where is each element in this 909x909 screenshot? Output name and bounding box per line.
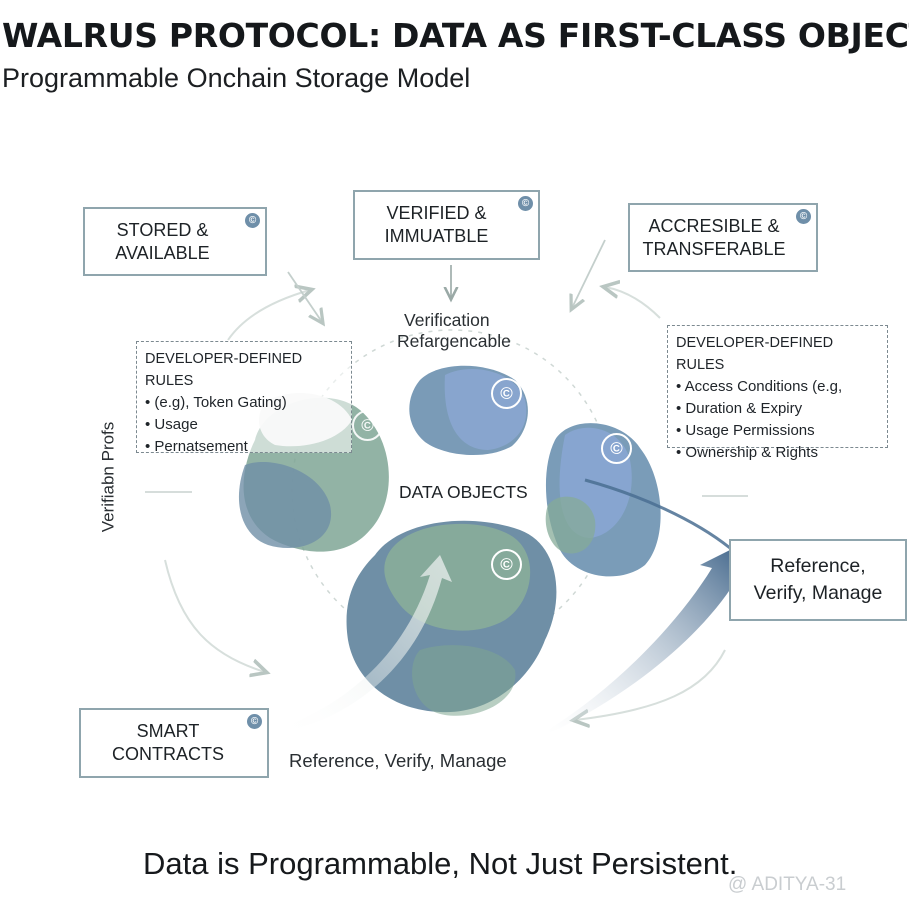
cycle-arc-top-left [227,290,310,341]
rules-right-item: Duration & Expiry [676,398,879,420]
swoosh-arrow-right [548,545,742,733]
swoosh-arrow-left [280,555,452,732]
cycle-arc-top-right [605,287,661,319]
rules-right-item: Ownership & Rights [676,442,879,464]
accessible-transferable-box: ACCRESIBLE & TRANSFERABLE © [628,203,818,272]
watermark: @ ADITYA-31 [728,874,847,895]
arrow-stored [287,271,322,322]
footer-tagline: Data is Programmable, Not Just Persisten… [143,846,738,881]
verified-box-line1: VERIFIED & [386,203,487,223]
reference-verify-manage-box: Reference, Verify, Manage [729,539,907,621]
stored-box-line1: STORED & [116,219,209,240]
rules-right-heading: DEVELOPER-DEFINED RULES [676,335,834,373]
copyright-icon: © [491,549,522,580]
copyright-icon: © [352,410,383,441]
rules-right-item: Usage Permissions [676,420,879,442]
verification-label: Verification [404,310,490,330]
copyright-icon: © [245,213,260,228]
bottom-reference-label: Reference, Verify, Manage [289,750,507,771]
rules-left-item: (e.g), Token Gating) [145,392,343,414]
copyright-icon: © [247,714,262,729]
rules-left-item: Usage [145,414,343,436]
page-title: WALRUS PROTOCOL: DATA AS FIRST-CLASS OBJ… [2,16,909,55]
vertical-verification-label: Verifiabn Profs [98,421,118,533]
copyright-icon: © [601,433,632,464]
smart-box-line2: CONTRACTS [112,744,224,764]
stored-box-line2: AVAILABLE [115,242,210,263]
smart-box-line1: SMART [136,721,200,741]
reference-box-line1: Reference, [770,555,866,577]
swoosh-arrow-right-tail [584,478,731,550]
rules-right-item: Access Conditions (e.g, [676,376,879,398]
reference-box-line2: Verify, Manage [753,582,883,604]
rules-left-heading: DEVELOPER-DEFINED RULES [145,351,303,389]
page-subtitle: Programmable Onchain Storage Model [2,63,471,93]
smart-contracts-box: SMART CONTRACTS © [79,708,269,778]
copyright-icon: © [518,196,533,211]
copyright-icon: © [491,378,522,409]
arrow-accessible [572,239,606,308]
accessible-box-line2: TRANSFERABLE [642,238,786,259]
cycle-arc-left [164,559,265,672]
rules-box-right: DEVELOPER-DEFINED RULES Access Condition… [667,325,888,461]
data-objects-label: DATA OBJECTS [399,482,528,502]
verified-immutable-box: VERIFIED & IMMUATBLE © [353,190,540,260]
data-object-blob-bottom [346,520,557,716]
stored-available-box: STORED & AVAILABLE © [83,207,267,276]
verified-box-line2: IMMUATBLE [384,226,489,246]
cycle-arc-right [575,649,726,720]
rules-left-item: Pernatsement [145,436,343,458]
rules-box-left: DEVELOPER-DEFINED RULES (e.g), Token Gat… [136,341,352,455]
accessible-box-line1: ACCRESIBLE & [648,215,780,236]
copyright-icon: © [796,209,811,224]
verification-sublabel: Refargencable [397,331,511,351]
